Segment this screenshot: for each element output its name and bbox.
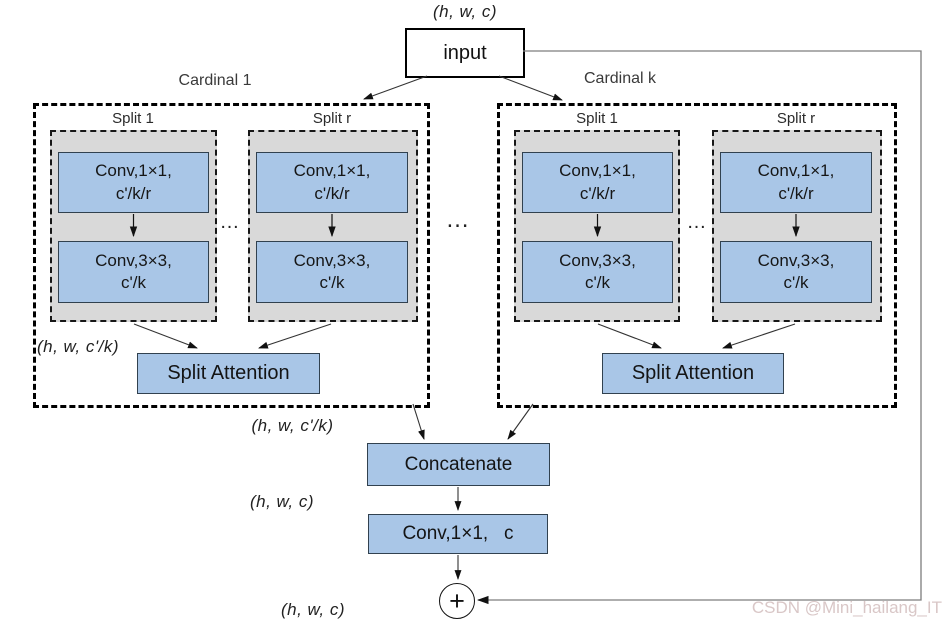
final-conv-box: Conv,1×1, c (368, 514, 548, 554)
conv-3x3-box: Conv,3×3, c'/k (256, 241, 408, 303)
conv-1x1-line1: Conv,1×1, (95, 161, 172, 181)
output-dim-label: (h, w, c) (280, 600, 345, 619)
split-output-dim-label: (h, w, c'/k) (37, 337, 119, 356)
arrow-input-to-cardinalk (498, 75, 563, 101)
watermark: CSDN @Mini_hailang_IT (751, 598, 942, 617)
conv-3x3-line2: c'/k (319, 273, 345, 292)
cardinal-k-label: Cardinal k (583, 70, 657, 87)
concat-input-dim-label: (h, w, c'/k) (251, 416, 334, 435)
conv-1x1-line2: c'/k/r (778, 183, 814, 203)
conv-1x1-box: Conv,1×1, c'/k/r (522, 152, 673, 213)
plus-icon: + (449, 585, 465, 616)
concatenate-box: Concatenate (367, 443, 550, 486)
cardinal-1-label: Cardinal 1 (178, 72, 252, 89)
arrow-cardinal1-to-concat (412, 403, 425, 440)
ellipsis: … (445, 206, 471, 233)
conv-1x1-line1: Conv,1×1, (757, 161, 835, 181)
split-attention-label: Split Attention (631, 362, 755, 384)
conv-1x1-line1: Conv,1×1, (559, 161, 636, 181)
conv-3x3-line1: Conv,3×3, (757, 250, 835, 270)
conv-3x3-line1: Conv,3×3, (559, 250, 636, 270)
arrow-input-to-cardinal1 (363, 75, 428, 100)
conv-3x3-box: Conv,3×3, c'/k (58, 241, 209, 303)
cardinal1-split1-label: Split 1 (112, 110, 154, 127)
final-conv-label: Conv,1×1, c (402, 523, 514, 544)
conv-1x1-box: Conv,1×1, c'/k/r (256, 152, 408, 213)
ellipsis: … (219, 211, 241, 233)
split-attention-label: Split Attention (167, 362, 290, 384)
conv-3x3-line2: c'/k (783, 273, 809, 292)
conv-1x1-line1: Conv,1×1, (293, 161, 371, 181)
ellipsis: … (686, 211, 708, 233)
input-box: input (405, 28, 525, 78)
conv-1x1-box: Conv,1×1, c'/k/r (58, 152, 209, 213)
conv-3x3-line2: c'/k (585, 273, 610, 292)
conv-3x3-box: Conv,3×3, c'/k (522, 241, 673, 303)
conv-1x1-line2: c'/k/r (579, 183, 616, 203)
concatenate-label: Concatenate (404, 453, 513, 475)
input-box-label: input (443, 41, 487, 64)
conv-3x3-line2: c'/k (121, 273, 146, 292)
split-attention-box: Split Attention (137, 353, 320, 394)
conv-1x1-line2: c'/k/r (314, 183, 350, 203)
input-dim-label: (h, w, c) (432, 2, 497, 21)
arrow-cardinalk-to-concat (507, 403, 534, 440)
conv-1x1-box: Conv,1×1, c'/k/r (720, 152, 872, 213)
conv-3x3-box: Conv,3×3, c'/k (720, 241, 872, 303)
conv-1x1-line2: c'/k/r (115, 183, 152, 203)
concat-output-dim-label: (h, w, c) (249, 492, 314, 511)
conv-3x3-line1: Conv,3×3, (95, 250, 172, 270)
cardinal1-splitr-label: Split r (312, 110, 352, 127)
add-circle: + (439, 583, 475, 619)
split-attention-box: Split Attention (602, 353, 784, 394)
cardinal-1-box (33, 103, 430, 408)
conv-3x3-line1: Conv,3×3, (293, 250, 371, 270)
